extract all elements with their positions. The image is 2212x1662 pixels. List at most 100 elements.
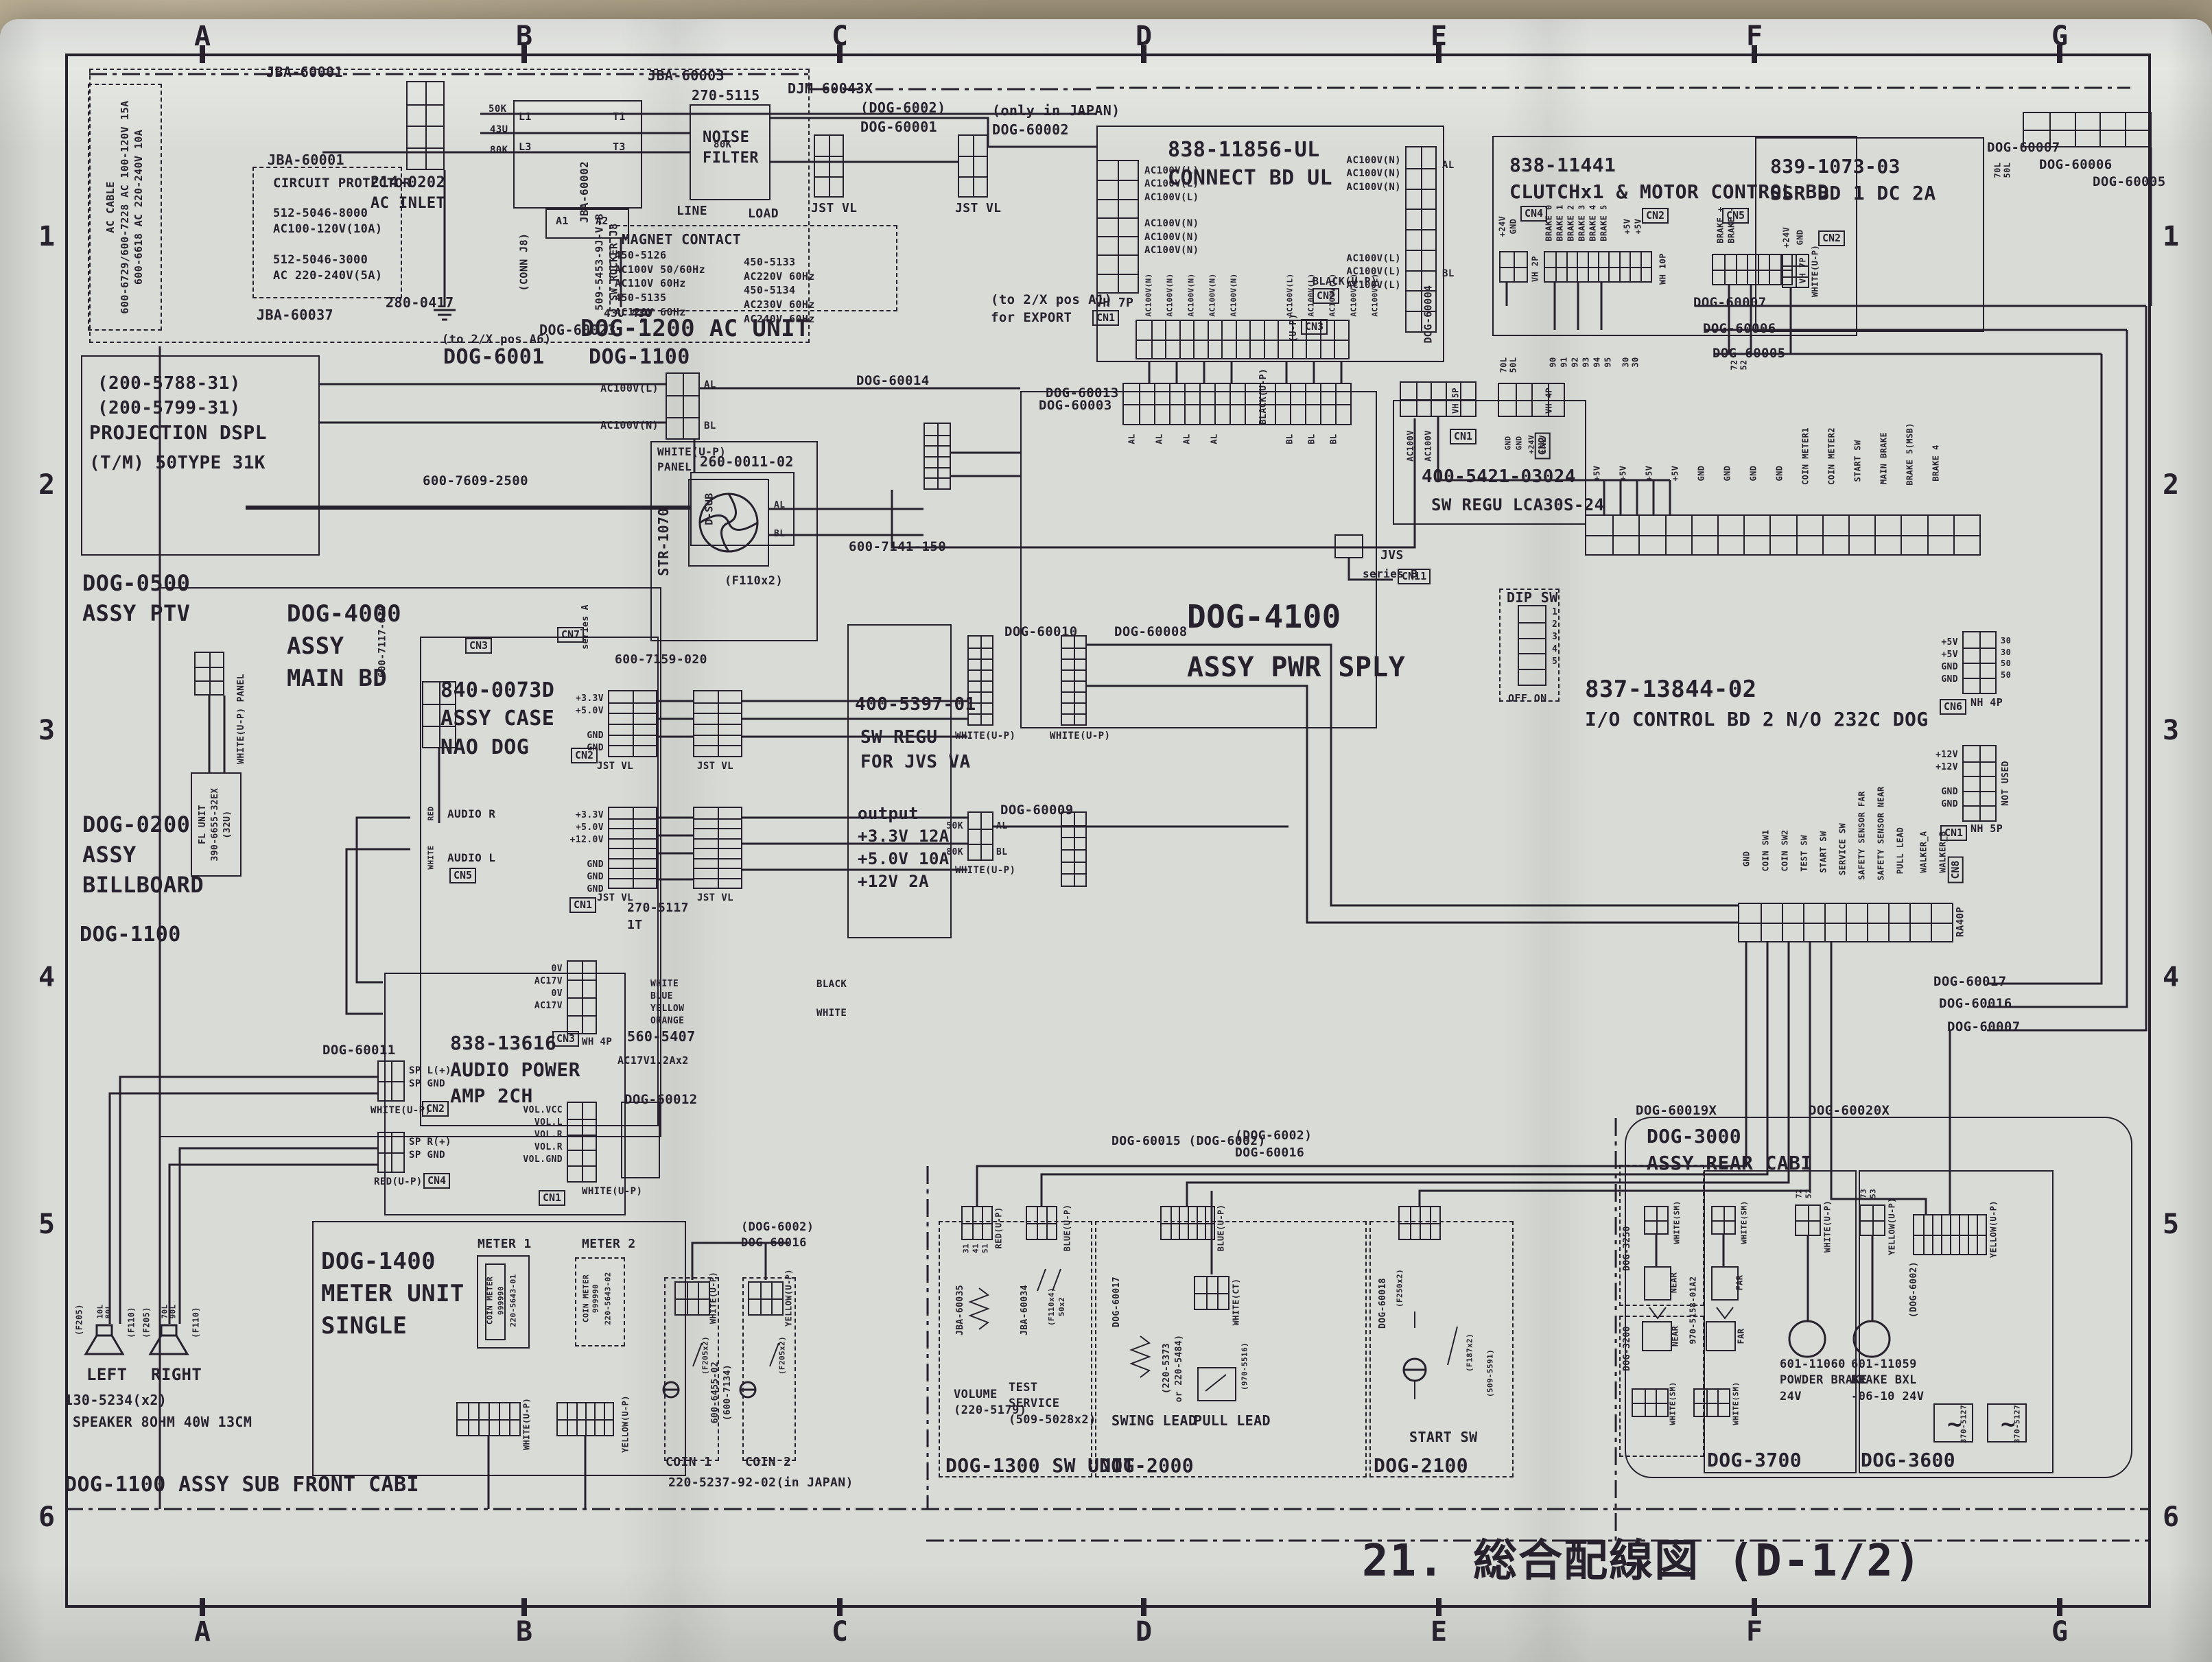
connector: [1712, 254, 1793, 285]
diagram-label: I/O CONTROL BD 2 N/O 232C DOG: [1585, 708, 1929, 731]
diagram-label: DOG-60015 (DOG-6002): [1111, 1134, 1266, 1148]
grid-letter: C: [832, 1616, 849, 1648]
diagram-label: 220-5237-92-02(in JAPAN): [668, 1475, 854, 1490]
diagram-label: SP L(+) SP GND: [409, 1065, 451, 1090]
diagram-label: 560-5407: [627, 1028, 696, 1045]
connector: [567, 1102, 597, 1183]
diagram-label: METER 2: [582, 1237, 636, 1251]
wire: [769, 1342, 779, 1367]
magnet-contact-relay: [513, 100, 642, 209]
diagram-label: 838-11441 CLUTCHx1 & MOTOR CONTROL BD: [1509, 154, 1829, 203]
diagram-label: DOG-60006: [1703, 321, 1776, 336]
cn-tag: CN2: [571, 748, 598, 763]
diagram-label: BLACK(U-P): [1313, 275, 1378, 287]
diagram-label: 43U: [490, 124, 508, 135]
diagram-label: BLUE(U-P): [1062, 1204, 1072, 1252]
diagram-label: (F205): [74, 1304, 84, 1335]
diagram-label: AC100V(N): [1208, 273, 1217, 317]
diagram-label: BRAKE 4: [1931, 444, 1941, 482]
diagram-label: AL: [1209, 434, 1219, 444]
diagram-label: 50K: [489, 104, 507, 115]
grid-letter: D: [1136, 21, 1153, 52]
connector: [1585, 514, 1981, 556]
diagram-label: 50L: [1508, 357, 1518, 373]
grid-letter: F: [1746, 21, 1763, 52]
wire: [119, 1076, 377, 1324]
audio-power-amp: [384, 973, 626, 1215]
diagram-label: DOG-60013: [1046, 385, 1119, 401]
diagram-label: 270-5115: [692, 87, 760, 104]
diagram-label: 600-7159-020: [615, 652, 707, 667]
wire: [1129, 1335, 1151, 1378]
diagram-label: 0V AC17V 0V AC17V: [534, 964, 563, 1011]
fan-box-a: [1933, 1403, 1973, 1443]
diagram-label: DOG-60005: [2093, 174, 2166, 189]
diagram-label: COIN SW2: [1780, 829, 1790, 872]
connector: [1398, 1206, 1441, 1240]
connector: [406, 81, 445, 170]
diagram-label: 601-11060 POWDER BRAKE 24V: [1780, 1357, 1868, 1403]
diagram-label: MAGNET CONTACT: [622, 231, 742, 248]
speaker-icon: [148, 1324, 189, 1355]
diagram-label: JBA-60035: [955, 1284, 966, 1336]
diagram-label: WHITE(U-P): [708, 1271, 718, 1325]
diagram-label: GND: [1722, 465, 1732, 482]
diagram-label: 512-5046-8000 AC100-120V(10A): [273, 206, 383, 237]
fan-blades: [699, 493, 758, 552]
diagram-label: DOG-4000 ASSY MAIN BD: [287, 600, 401, 692]
diagram-label: (T/M) 50TYPE 31K: [89, 453, 266, 473]
diagram-label: MAIN BRAKE: [1879, 431, 1889, 485]
cn-tag: CN2: [1818, 230, 1846, 246]
diagram-label: WHITE(U-P) PANEL: [657, 445, 727, 474]
wire: [1205, 1374, 1227, 1392]
diagram-label: 30 30 50 50: [2001, 636, 2012, 680]
diagram-label: PULL LEAD: [1895, 827, 1905, 875]
assy-case-nao-dog: [420, 637, 659, 1126]
grid-number: 4: [2163, 962, 2180, 993]
diagram-label: 214-0202 AC INLET: [370, 174, 446, 213]
diagram-label: 94: [1592, 357, 1602, 368]
diagram-label: DOG-1300 SW UNIT: [945, 1454, 1136, 1477]
diagram-label: 600-7609-2500: [423, 473, 528, 488]
diagram-label: NEAR: [1669, 1272, 1679, 1294]
diagram-label: TEST SW: [1799, 835, 1809, 872]
diagram-label: JST VL: [955, 201, 1002, 215]
diagram-label: DOG-60008: [1114, 624, 1188, 639]
dog-1300-sw-unit: [939, 1221, 1092, 1477]
magnet-contact-table: [609, 225, 897, 311]
relay-coil-box: [545, 209, 629, 239]
cn-tag: CN4: [1520, 206, 1548, 222]
diagram-label: DOG-60007: [1987, 140, 2060, 155]
diagram-label: +5V: [1670, 465, 1680, 482]
diagram-label: DOG-1400 METER UNIT SINGLE: [321, 1248, 464, 1340]
diagram-label: (F205x2): [701, 1335, 710, 1375]
diagram-label: SAFETY SENSOR FAR: [1857, 791, 1867, 880]
grid-number: 2: [38, 469, 56, 501]
diagram-label: (DOG-6002) DOG-60001: [860, 99, 946, 135]
cn-tag: CN1: [569, 897, 597, 913]
diagram-label: AL: [1181, 434, 1192, 444]
diagram-label: +5V +5V GND GND: [1941, 637, 1958, 685]
connector: [556, 1402, 614, 1436]
diagram-label: D-SUB: [703, 492, 716, 525]
diagram-label: RED: [426, 806, 436, 821]
diagram-label: +24V: [1781, 226, 1791, 248]
dog-4000-main-bd: [159, 587, 661, 1137]
connector: [1194, 1276, 1229, 1310]
connector: [194, 652, 224, 696]
wire: [691, 1242, 789, 1280]
diagram-label: WHITE(U-P): [1050, 731, 1111, 741]
wire: [178, 1147, 377, 1324]
diagram-label: YELLOW(U-P): [1887, 1198, 1897, 1255]
diagram-label: DOG-60023: [539, 322, 616, 338]
grid-number: 4: [38, 962, 56, 993]
diagram-label: ASSY PWR SPLY: [1187, 652, 1406, 683]
diagram-label: SAFETY SENSOR NEAR: [1876, 786, 1886, 881]
diagram-label: (F205): [141, 1307, 152, 1338]
wire: [1040, 942, 1769, 1206]
diagram-label: L1: [519, 110, 532, 123]
wire: [1087, 685, 1738, 924]
connector: [958, 134, 988, 198]
connector: [1160, 1206, 1215, 1240]
diagram-label: (F110): [126, 1307, 137, 1338]
